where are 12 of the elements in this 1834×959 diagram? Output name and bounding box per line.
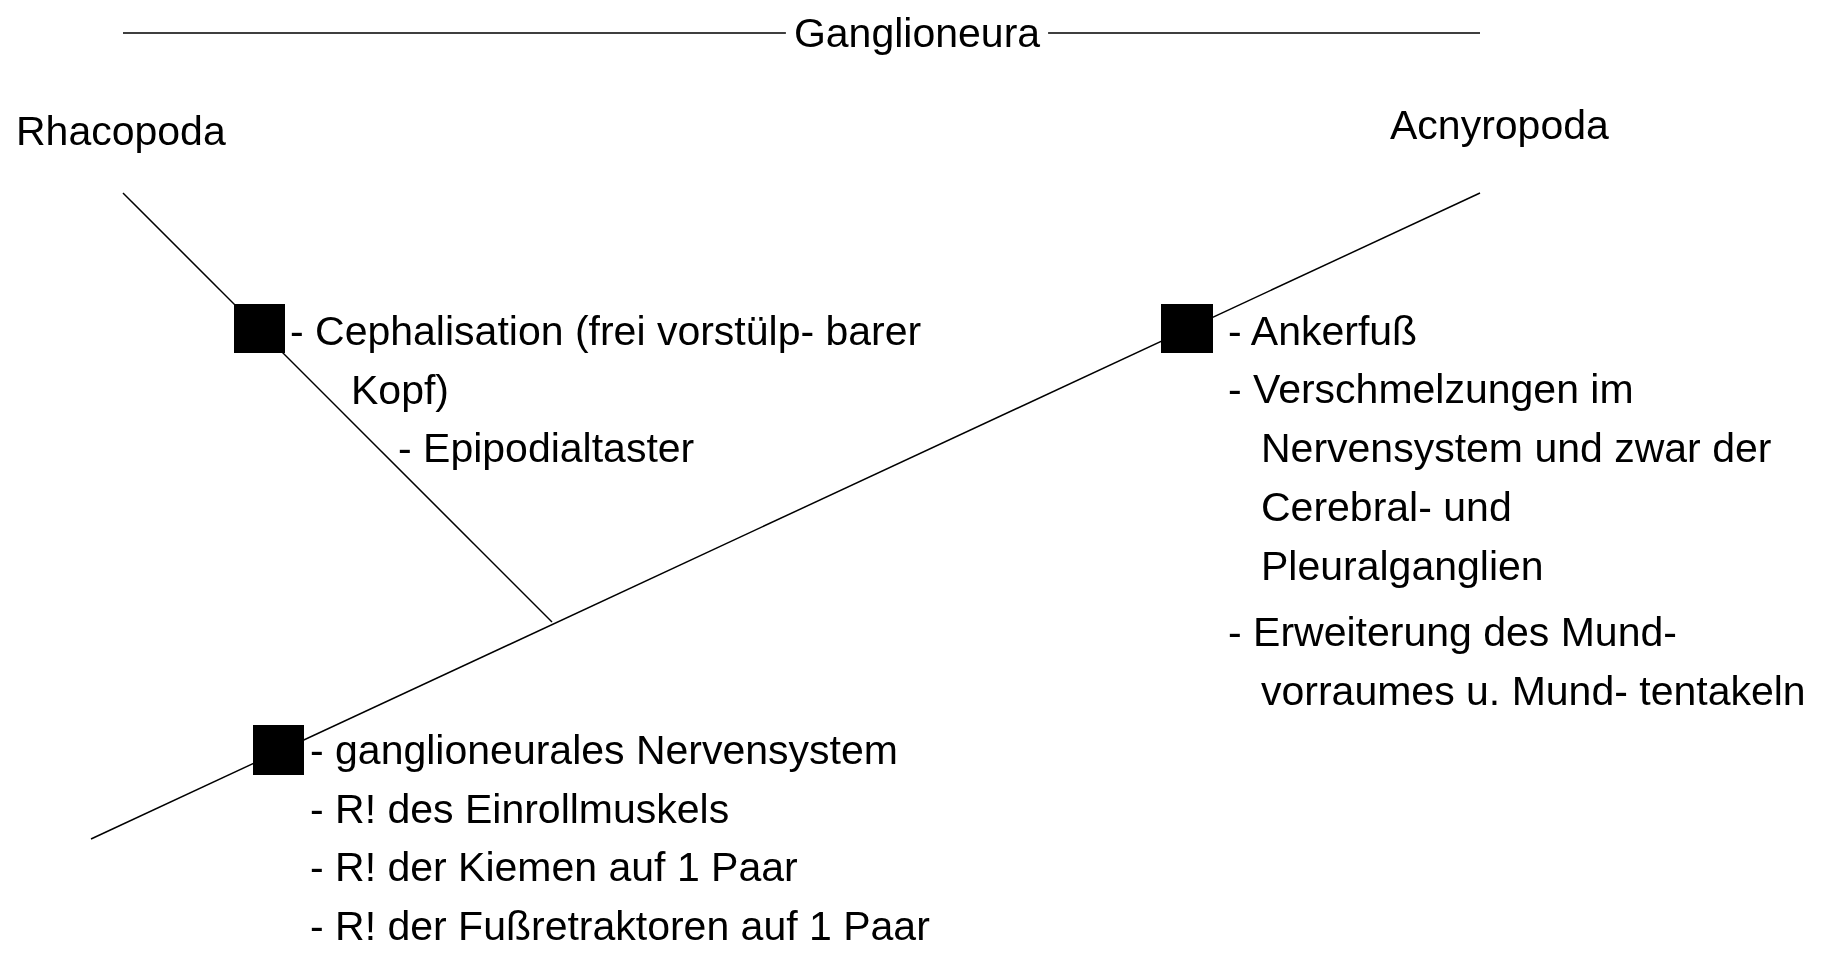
character-label: - Ankerfuß bbox=[1228, 307, 1419, 356]
character-label: - Cephalisation (frei vorstülp- barer Kopf) bbox=[290, 307, 923, 415]
character-label: - R! der Kiemen auf 1 Paar bbox=[310, 843, 799, 892]
character-label: - R! des Einrollmuskels bbox=[310, 785, 731, 834]
taxon-label: Rhacopoda bbox=[16, 107, 227, 156]
clade-label: Ganglioneura bbox=[792, 9, 1042, 58]
character-label: - R! der Fußretraktoren auf 1 Paar bbox=[310, 902, 931, 951]
taxon-label: Acnyropoda bbox=[1390, 101, 1610, 150]
character-label: - Verschmelzungen im Nervensystem und zwar der Cerebral- und Pleuralganglien bbox=[1228, 365, 1773, 591]
character-label: - Epipodialtaster bbox=[398, 424, 696, 473]
character-label: - Erweiterung des Mund- vorraumes u. Mund- tentakeln bbox=[1228, 608, 1807, 716]
character-label: - ganglioneurales Nervensystem bbox=[310, 726, 899, 775]
